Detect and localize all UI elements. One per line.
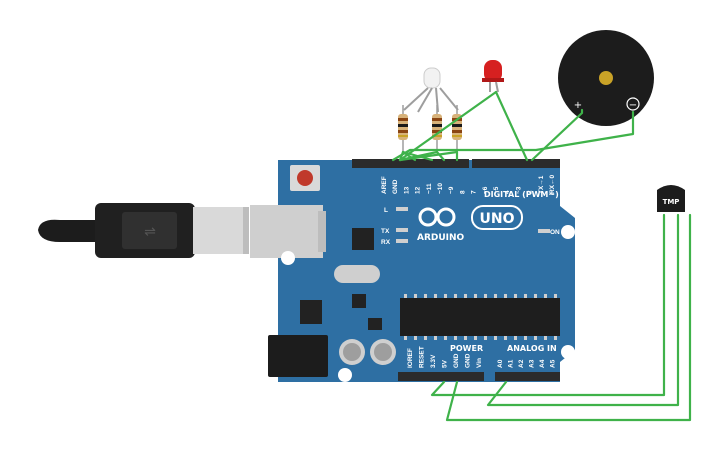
analog-header-label: ANALOG IN <box>507 344 557 353</box>
pin-label-power_pins-4: GND <box>453 353 460 368</box>
led-l-label: L <box>384 207 388 214</box>
rgb-led[interactable] <box>403 67 459 113</box>
arduino-logo-icon <box>418 207 456 227</box>
power-header[interactable] <box>398 372 484 381</box>
digital-pin-labels: AREF GND 13 12 ~11 ~10 ~9 8 7 ~6 ~5 4 ~3 2 TX→1 RX←0 <box>381 174 556 194</box>
pin-label-digital_pins-12: ~3 <box>515 186 522 194</box>
pin-label-digital_pins-10: ~5 <box>493 186 500 194</box>
resistor-2[interactable] <box>432 105 442 152</box>
sensor-label: TMP <box>663 198 680 206</box>
led-l <box>396 207 408 211</box>
chip-small <box>352 228 374 250</box>
pin-label-digital_pins-11: 4 <box>504 190 511 194</box>
model-label: UNO <box>480 211 515 227</box>
pin-label-digital_pins-2: 13 <box>403 186 410 194</box>
buzzer-minus-label: − <box>629 100 637 111</box>
pin-label-digital_pins-1: GND <box>392 179 399 194</box>
pin-label-analog_pins-3: A3 <box>529 359 536 368</box>
brand-label: ARDUINO <box>417 233 465 243</box>
led-on <box>538 229 550 233</box>
pin-label-digital_pins-0: AREF <box>381 176 388 194</box>
pin-label-analog_pins-5: A5 <box>550 359 557 368</box>
crystal <box>334 265 380 283</box>
temperature-sensor[interactable]: TMP <box>657 185 685 212</box>
pin-label-digital_pins-7: 8 <box>459 190 466 194</box>
analog-header[interactable] <box>495 372 560 381</box>
pin-label-analog_pins-0: A0 <box>497 359 504 368</box>
wires[interactable] <box>391 90 692 422</box>
pin-label-power_pins-3: 5V <box>442 359 449 368</box>
pin-label-digital_pins-8: 7 <box>471 190 478 194</box>
atmega-chip <box>400 298 560 336</box>
pin-label-digital_pins-15: RX←0 <box>549 174 556 194</box>
pin-label-power_pins-6: Vin <box>476 358 483 368</box>
pin-label-analog_pins-2: A2 <box>518 359 525 368</box>
pin-label-analog_pins-1: A1 <box>508 359 515 368</box>
usb-port <box>250 205 323 258</box>
pin-label-digital_pins-4: ~11 <box>426 183 433 194</box>
piezo-buzzer[interactable]: + − <box>558 30 654 126</box>
digital-header-left[interactable] <box>352 159 469 168</box>
pin-label-power_pins-5: GND <box>465 353 472 368</box>
led-rx-label: RX <box>381 239 391 246</box>
led-tx <box>396 228 408 232</box>
pin-label-digital_pins-6: ~9 <box>448 186 455 194</box>
pin-label-power_pins-0: IOREF <box>407 348 414 368</box>
resistor-1[interactable] <box>398 105 408 152</box>
led-on-label: ON <box>550 229 560 236</box>
pin-label-digital_pins-13: 2 <box>527 190 534 194</box>
digital-header-label: DIGITAL (PWM~) <box>484 190 559 199</box>
pin-label-digital_pins-14: TX→1 <box>538 175 545 194</box>
pin-label-power_pins-2: 3.3V <box>430 354 437 368</box>
reset-button[interactable] <box>297 170 313 186</box>
led-rx <box>396 239 408 243</box>
pin-label-digital_pins-5: ~10 <box>437 183 444 194</box>
power-header-label: POWER <box>450 344 483 353</box>
pin-label-digital_pins-9: ~6 <box>482 186 489 194</box>
pin-label-power_pins-1: RESET <box>419 346 426 368</box>
red-led[interactable] <box>482 60 504 93</box>
voltage-regulator <box>300 300 322 324</box>
led-tx-label: TX <box>381 228 390 235</box>
digital-header-right[interactable] <box>472 159 560 168</box>
resistor-3[interactable] <box>452 105 462 152</box>
pin-label-digital_pins-3: 12 <box>415 186 422 194</box>
arduino-uno-board[interactable]: L TX RX ON ARDUINO UNO DIGITAL (PWM~) PO… <box>250 159 575 382</box>
pin-label-analog_pins-4: A4 <box>539 359 546 368</box>
buzzer-plus-label: + <box>574 100 582 111</box>
power-pin-labels: IOREF RESET 3.3V 5V GND GND Vin <box>407 346 483 368</box>
usb-icon: ⇌ <box>144 224 156 240</box>
power-jack <box>268 335 328 377</box>
usb-cable[interactable]: ⇌ <box>38 203 249 258</box>
